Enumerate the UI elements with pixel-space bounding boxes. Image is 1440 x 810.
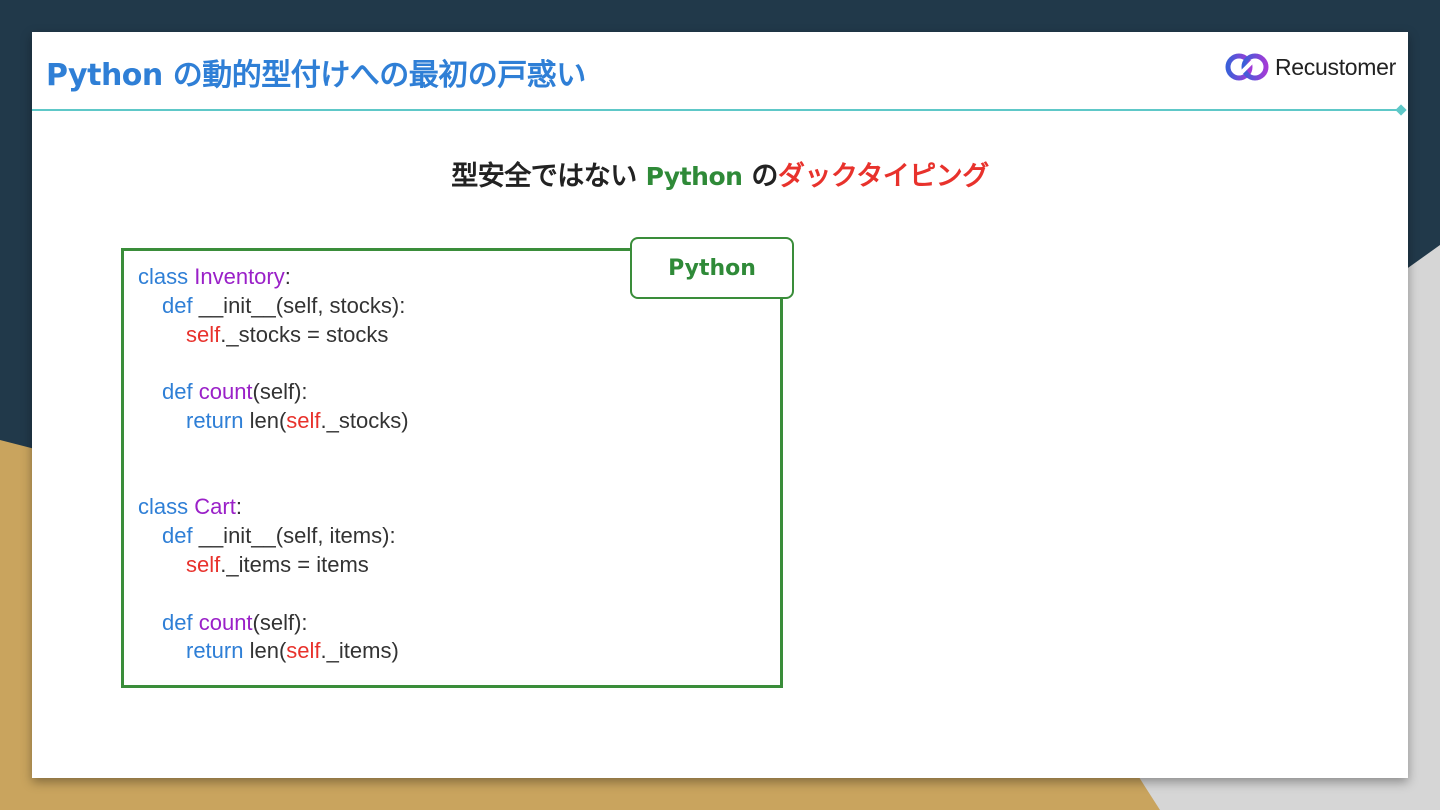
slide-subtitle: 型安全ではない Python のダックタイピング — [32, 154, 1408, 193]
code-token: count — [198, 379, 253, 405]
header-divider-end — [1395, 104, 1407, 116]
code-line: self._stocks = stocks — [138, 321, 409, 350]
code-line: return len(self._stocks) — [138, 407, 409, 436]
code-line: class Inventory: — [138, 263, 409, 292]
code-line: def __init__(self, items): — [138, 522, 409, 551]
subtitle-python: Python — [645, 162, 743, 191]
code-token: ._items = items — [220, 551, 369, 577]
code-line: self._items = items — [138, 551, 409, 580]
code-token: (self): — [252, 609, 308, 635]
code-token: self — [286, 407, 321, 433]
code-line — [138, 349, 409, 378]
code-line: return len(self._items) — [138, 637, 409, 666]
code-line — [138, 580, 409, 609]
code-token: return — [186, 638, 244, 664]
code-token: def — [162, 292, 193, 318]
code-token: ._stocks) — [320, 407, 409, 433]
code-token: (self): — [252, 379, 308, 405]
code-token: def — [162, 523, 193, 549]
brand-logo: Recustomer — [1225, 52, 1396, 82]
code-line: def count(self): — [138, 378, 409, 407]
header-divider — [32, 109, 1402, 111]
code-line: class Cart: — [138, 493, 409, 522]
code-token: : — [235, 494, 242, 520]
code-line: def __init__(self, stocks): — [138, 292, 409, 321]
code-token: self — [186, 551, 221, 577]
code-block: class Inventory:def __init__(self, stock… — [138, 263, 409, 666]
slide-title: Python の動的型付けへの最初の戸惑い — [46, 58, 586, 93]
subtitle-text: 型安全ではない — [451, 161, 637, 192]
code-token: __init__(self, stocks): — [192, 292, 406, 318]
code-token: def — [162, 379, 193, 405]
infinity-logo-icon — [1225, 53, 1269, 81]
subtitle-highlight: ダックタイピング — [777, 161, 989, 192]
code-token: self — [286, 638, 321, 664]
code-token: class — [138, 264, 189, 289]
code-token: ._items) — [320, 638, 399, 664]
code-token: Inventory — [194, 264, 285, 289]
code-token: : — [284, 264, 291, 289]
brand-name: Recustomer — [1275, 53, 1396, 80]
code-panel: class Inventory:def __init__(self, stock… — [121, 248, 783, 688]
code-token: self — [186, 321, 221, 347]
code-line — [138, 465, 409, 494]
code-token: len( — [243, 638, 287, 664]
language-label: Python — [630, 237, 794, 299]
code-token: ._stocks = stocks — [220, 321, 389, 347]
code-token: class — [138, 494, 189, 520]
code-token: len( — [243, 407, 287, 433]
code-token: Cart — [194, 494, 236, 520]
code-line — [138, 436, 409, 465]
code-token: def — [162, 609, 193, 635]
code-token: count — [198, 609, 253, 635]
slide: Python の動的型付けへの最初の戸惑い Recustomer 型安全ではない… — [32, 32, 1408, 778]
code-token: return — [186, 407, 244, 433]
subtitle-particle: の — [751, 161, 778, 192]
code-token: __init__(self, items): — [192, 523, 396, 549]
code-line: def count(self): — [138, 609, 409, 638]
